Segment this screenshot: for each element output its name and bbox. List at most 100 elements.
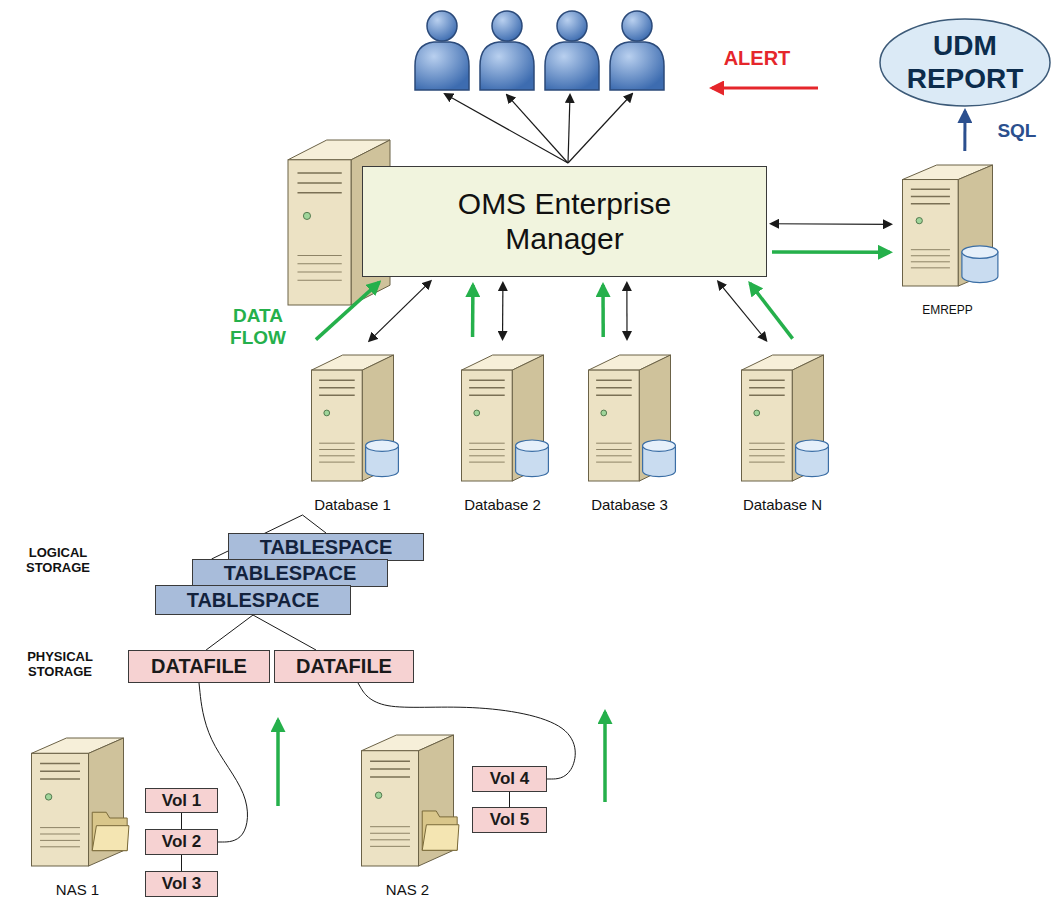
vent-line [911,261,950,262]
volume-box: Vol 3 [145,871,218,897]
database-server: Database 3 [567,345,692,515]
flow-arrow [771,223,891,225]
drive-slot [40,771,80,773]
server-front [312,370,363,481]
drive-slot [297,172,341,174]
cylinder-top [796,440,829,451]
folder-icon [422,811,459,850]
vent-line [370,846,410,847]
vent-line [749,443,785,444]
power-light [754,410,760,416]
drive-slot [911,188,950,190]
server-icon [903,165,998,286]
volume-box: Vol 2 [145,829,218,855]
server-front [462,370,513,481]
folder-front [422,825,459,851]
user-icon [415,11,469,90]
folder-front [92,826,129,851]
flow-arrow [963,111,966,151]
cylinder-top [643,440,676,451]
drive-slot [749,395,785,397]
link-line [181,855,182,871]
link-line [253,615,316,650]
datafile-box: DATAFILE [128,650,270,683]
flow-arrow [718,282,766,341]
user-head [622,11,652,41]
server-front [288,160,351,305]
vent-line [40,834,80,835]
power-light [45,794,51,800]
tablespace-box: TABLESPACE [155,585,351,615]
server-graphic [440,345,565,483]
flow-arrow [772,250,890,254]
cylinder-top [962,246,998,259]
vent-line [297,255,341,256]
vent-line [319,462,355,463]
database-cylinder [366,440,399,477]
flow-arrow [316,282,379,339]
flow-arrow [750,283,793,338]
layer-label: LOGICAL STORAGE [10,546,106,576]
server-label: Database 1 [314,496,391,515]
drive-slot [596,379,632,381]
flow-arrow [471,285,475,337]
alert-label: ALERT [724,47,791,70]
server-graphic [25,728,130,868]
server-label: Database 3 [591,496,668,515]
server-graphic [567,345,692,483]
drive-slot [370,760,410,762]
server-label: Database N [743,496,822,515]
tablespace-box: TABLESPACE [228,533,424,561]
power-light [474,410,480,416]
nas-server: NAS 1 [25,728,130,900]
drive-slot [596,387,632,389]
volume-box: Vol 1 [145,788,218,813]
server-graphic [355,725,460,868]
server-front [742,370,793,481]
vent-line [469,462,505,463]
storage-link [199,683,247,842]
server-label: Database 2 [464,496,541,515]
layer-label: PHYSICAL STORAGE [12,650,108,680]
server-icon [589,355,676,481]
drive-slot [319,395,355,397]
link-line [509,792,510,807]
database-cylinder [962,246,998,283]
edge-label: SQL [995,120,1038,142]
flow-arrow [626,283,627,339]
drive-slot [370,776,410,778]
report-ellipse: UDM REPORT [879,18,1051,107]
node-label: DATAFILE [151,655,247,678]
vent-line [370,826,410,827]
node-label: UDM REPORT [900,30,1030,94]
tablespace-box: TABLESPACE [192,559,388,587]
server-label: NAS 1 [56,881,99,900]
vent-line [40,846,80,847]
user-body [415,42,469,90]
link-line [206,615,253,650]
server-graphic [895,155,1000,288]
user-head [492,11,522,41]
node-label: OMS Enterprise Manager [425,187,705,256]
link-line [181,813,182,829]
drive-slot [40,778,80,780]
power-light [303,212,310,219]
vent-line [469,455,505,456]
server-icon [312,355,399,481]
volume-box: Vol 4 [472,766,547,792]
data-flow-arrow [603,712,607,802]
alert-arrow [712,87,818,90]
repository-server: EMREPP [895,155,1000,320]
user-head [557,11,587,41]
node-label: Vol 5 [490,810,529,830]
power-light [916,218,922,224]
server-icon [742,355,829,481]
drive-slot [911,203,950,205]
vent-line [40,840,80,841]
link-line [303,515,327,533]
vent-line [469,443,505,444]
flow-label: DATA FLOW [218,305,298,349]
vent-line [911,249,950,250]
user-body [545,42,599,90]
server-front [32,753,89,866]
